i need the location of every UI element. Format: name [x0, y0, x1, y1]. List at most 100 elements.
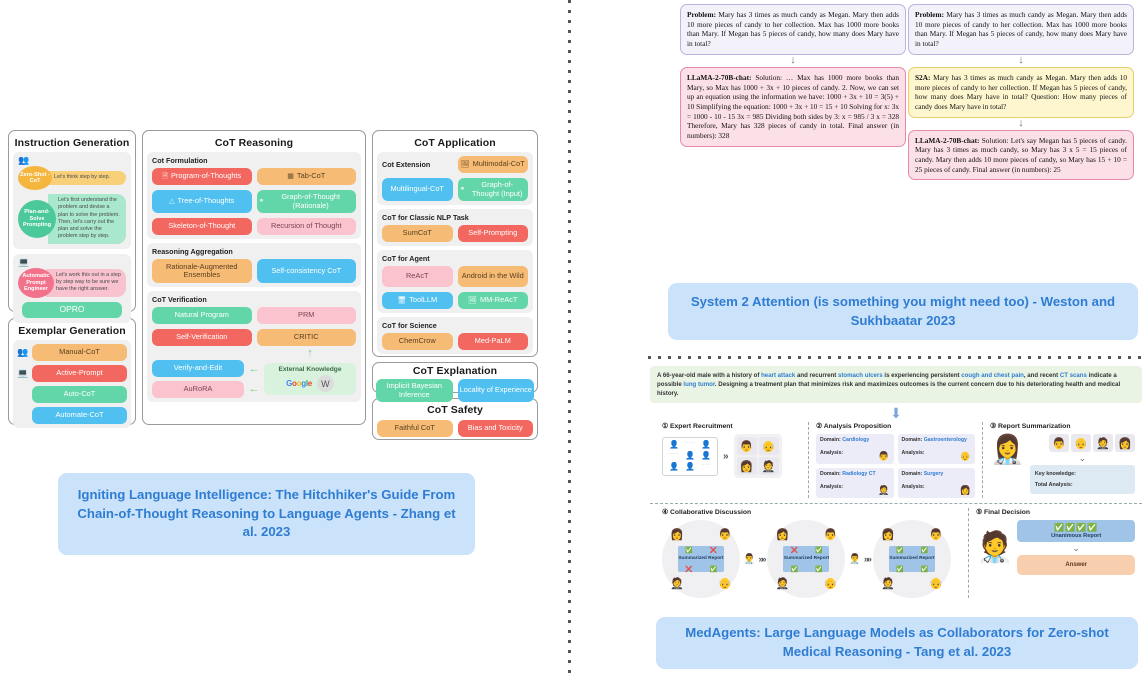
avatar: 👨 [718, 529, 732, 542]
arrows-right-icon: »» [863, 554, 872, 565]
check-icons: ✅✅✅✅ [1054, 523, 1099, 533]
summarized-report-card: Summarized Report [678, 546, 724, 573]
dots-icon: ····· [685, 440, 695, 446]
person-icon: 👤 [685, 451, 695, 461]
group-title: Cot Formulation [152, 156, 208, 165]
key-knowledge-label: Key knowledge: [1034, 471, 1076, 478]
domain-card: Domain: Surgery Analysis: 👩 [897, 468, 975, 499]
candidate-grid: 👤·····👤 ·····👤👤 👤👤····· [667, 440, 713, 471]
box-body: Solution: Let's say Megan has 5 pieces o… [915, 135, 1127, 174]
s2a-rewritten-box: S2A: Mary has 3 times as much candy as M… [908, 66, 1134, 118]
candidate-pool-box: 👤·····👤 ·····👤👤 👤👤····· [662, 437, 718, 476]
chip-aurora: AuRoRA [152, 381, 244, 399]
avatar: 👴 [959, 451, 971, 462]
unanimous-report-label: Unanimous Report [1051, 533, 1102, 540]
chip-multilingual-cot: Multilingual-CoT [382, 178, 453, 202]
s2a-answer-box: LLaMA-2-70B-chat: Solution: Let's say Me… [908, 129, 1134, 181]
group-title: CoT for Science [382, 321, 437, 331]
analysis-label: Analysis: [820, 484, 844, 491]
medical-case-text: A 66-year-old male with a history of hea… [650, 366, 1142, 404]
prompt-row: Zero-Shot -CoT Let's think step by step. [18, 166, 126, 190]
chip-natural-program: Natural Program [152, 307, 252, 325]
avatar: 👨 [1049, 434, 1069, 453]
group-title: CoT for Agent [382, 254, 430, 264]
box-body: Mary has 3 times as much candy as Megan.… [915, 72, 1127, 111]
arrows-right-icon: »» [758, 554, 766, 565]
case-seg: . Designing a treatment plan that minimi… [657, 381, 1121, 398]
box-label: S2A: [915, 72, 931, 82]
step-title: ① Expert Recruitment [662, 423, 733, 431]
box-label: LLaMA-2-70B-chat: [687, 72, 752, 82]
total-analysis-label: Total Analysis: [1034, 481, 1073, 488]
chip-tree-of-thoughts: △Tree-of-Thoughts [152, 190, 252, 214]
case-seg: is experiencing persistent [882, 372, 962, 379]
check-icon: ✅ [920, 567, 928, 574]
check-icon: ✅ [920, 548, 928, 555]
prompt-text: Let's first understand the problem and d… [48, 194, 126, 244]
avatar: 👨 [878, 451, 890, 462]
group-cot-formulation: Cot Formulation 🗎Program-of-Thoughts ▦Ta… [147, 152, 361, 240]
panel-cot-safety: CoT Safety Faithful CoT Bias and Toxicit… [372, 398, 538, 440]
step-expert-recruitment: ① Expert Recruitment 👤·····👤 ·····👤👤 👤👤·… [650, 422, 808, 498]
chip-self-verification: Self-Verification [152, 329, 252, 347]
domain-label: Domain: Cardiology [820, 437, 870, 444]
vertical-dotted-divider [568, 0, 571, 675]
group-title: Reasoning Aggregation [152, 247, 233, 257]
prompt-row: Plan-and-Solve Prompting Let's first und… [18, 194, 126, 244]
monitor-icon: 🖥 [397, 297, 407, 305]
prompt-text: Let's think step by step. [44, 171, 126, 185]
s2a-column-right: Problem: Mary has 3 times as much candy … [908, 4, 1134, 181]
step-analysis-proposition: ② Analysis Proposition Domain: Cardiolog… [808, 422, 982, 499]
instruction-block-human: 👥 Zero-Shot -CoT Let's think step by ste… [13, 152, 131, 249]
chip-graph-of-thought-rationale: ⚭Graph-of-Thought (Rationale) [256, 190, 356, 214]
step-title: ④ Collaborative Discussion [662, 509, 752, 517]
chip-active-prompt: Active-Prompt [32, 365, 127, 382]
chip-prm: PRM [256, 307, 356, 325]
taxonomy-column-right: CoT Application Cot Extension 🖼Multimoda… [372, 130, 538, 440]
medagents-figure: A 66-year-old male with a history of hea… [650, 366, 1142, 616]
box-body: Mary has 3 times as much candy as Megan.… [915, 10, 1127, 49]
group-cot-science: CoT for Science ChemCrow Med-PaLM [377, 317, 533, 355]
chip-med-palm: Med-PaLM [457, 333, 528, 351]
avatar: 👨‍⚕️ [848, 553, 861, 565]
domain-card: Domain: Gastroenterology Analysis: 👴 [897, 434, 975, 465]
dots-icon: ····· [701, 461, 711, 467]
prompt-text: Let's work this out in a step by step wa… [46, 268, 126, 297]
avatar: 👴 [1071, 434, 1091, 453]
avatar: 🤵 [775, 578, 790, 591]
method-oval: Automatic Prompt Engineer [18, 267, 54, 298]
answer-box: Answer [1017, 555, 1135, 576]
chevron-down-icon: ⌄ [1078, 453, 1087, 464]
group-cot-extension: Cot Extension 🖼Multimodal-CoT Multilingu… [377, 152, 533, 206]
case-seg-highlight: lung tumor [683, 381, 715, 389]
chip-toolllm: 🖥ToolLLM [382, 292, 453, 310]
avatar: 🤵 [880, 578, 895, 591]
panel-cot-application: CoT Application Cot Extension 🖼Multimoda… [372, 130, 538, 357]
panel-title: Exemplar Generation [18, 325, 126, 337]
group-title: CoT Verification [152, 295, 207, 305]
domain-value: Gastroenterology [923, 437, 967, 444]
case-seg-highlight: cough and chest pain [961, 372, 1024, 379]
chip-multimodal-cot: 🖼Multimodal-CoT [457, 156, 528, 173]
caption-s2a: System 2 Attention (is something you mig… [668, 283, 1138, 340]
person-icon: 👤 [701, 451, 711, 461]
unanimous-report-box: ✅✅✅✅ Unanimous Report [1017, 520, 1135, 543]
down-arrow-icon: ⬇ [890, 405, 902, 422]
chip-self-consistency-cot: Self-consistency CoT [256, 259, 356, 284]
group-cot-agent: CoT for Agent ReAcT Android in the Wild … [377, 250, 533, 314]
person-icon: 👤 [669, 440, 679, 450]
chip-skeleton-of-thought: Skeleton-of-Thought [152, 218, 252, 236]
avatar: 👩 [959, 485, 971, 496]
avatar: 🤵 [670, 578, 684, 591]
step-title: ⑤ Final Decision [976, 509, 1031, 517]
check-icon: ✅ [814, 548, 823, 555]
selected-experts-box: 👨 👴 👩 🤵 [733, 434, 782, 479]
summarizer-avatar: 👩‍⚕️ [990, 434, 1025, 466]
summarized-report-card: Summarized Report [783, 546, 830, 573]
cross-icon: ❌ [685, 567, 693, 574]
decider-avatar: 🧑‍⚕️ [976, 530, 1014, 564]
down-arrow-icon: ↓ [790, 53, 796, 66]
method-oval: Plan-and-Solve Prompting [18, 199, 56, 238]
panel-title: Instruction Generation [14, 137, 130, 149]
chip-auto-cot: Auto-CoT [32, 386, 127, 403]
